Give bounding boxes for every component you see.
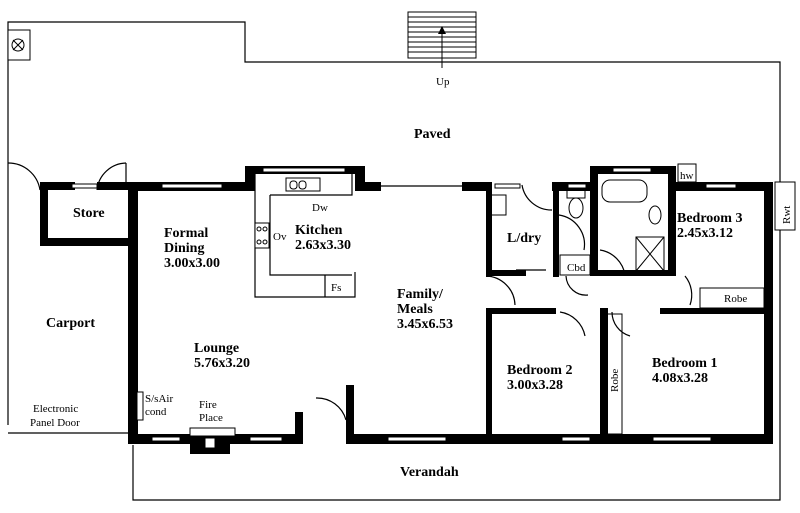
- store-label: Store: [73, 206, 105, 221]
- shower-icon: [635, 236, 665, 272]
- carport-label: Carport: [46, 316, 95, 331]
- stairs: [407, 11, 477, 68]
- bedroom2-size: 3.00x3.28: [507, 378, 563, 393]
- family-label-2: Meals: [397, 302, 433, 317]
- family-label: Family/: [397, 287, 444, 302]
- kitchen-size: 2.63x3.30: [295, 238, 351, 253]
- robe-bedroom1: [606, 313, 623, 435]
- formal-dining-label: Formal: [164, 226, 208, 241]
- site-boundary: [7, 21, 781, 501]
- electronic-door-label-2: Panel Door: [30, 417, 80, 429]
- cbd-label: Cbd: [567, 262, 586, 274]
- rainwater-tank: [774, 181, 796, 231]
- lounge-label: Lounge: [194, 341, 239, 356]
- paved-label: Paved: [414, 127, 451, 142]
- aircond-label-2: cond: [145, 406, 167, 418]
- door-swings: [315, 184, 693, 421]
- formal-dining-label-2: Dining: [164, 241, 204, 256]
- dw-label: Dw: [312, 202, 328, 214]
- windows: [71, 167, 737, 449]
- ov-label: Ov: [273, 231, 287, 243]
- stairs-up-label: Up: [436, 76, 450, 88]
- fireplace-label: Fire: [199, 399, 217, 411]
- fireplace-label-2: Place: [199, 412, 223, 424]
- logo-icon: [7, 29, 31, 61]
- cbd-cupboard: [559, 254, 591, 276]
- vanity-basin-icon: [648, 205, 662, 225]
- bedroom3-label: Bedroom 3: [677, 211, 742, 226]
- hw-unit: [677, 163, 697, 183]
- lounge-size: 5.76x3.20: [194, 356, 250, 371]
- bedroom1-label: Bedroom 1: [652, 356, 717, 371]
- electronic-door-label: Electronic: [33, 403, 78, 415]
- robe-label-bedroom1: Robe: [609, 369, 621, 392]
- formal-dining-size: 3.00x3.00: [164, 256, 220, 271]
- sink-icon: [285, 177, 321, 192]
- family-size: 3.45x6.53: [397, 317, 453, 332]
- bedroom1-size: 4.08x3.28: [652, 371, 708, 386]
- toilet-icon: [566, 189, 586, 219]
- trough-icon: [489, 194, 507, 216]
- aircond-label: S/sAir: [145, 393, 173, 405]
- cooktop-icon: [254, 222, 270, 249]
- fireplace-hearth: [189, 427, 236, 437]
- kitchen-label: Kitchen: [295, 223, 343, 238]
- laundry-label: L/dry: [507, 231, 541, 246]
- bedroom3-size: 2.45x3.12: [677, 226, 733, 241]
- hw-label: hw: [680, 170, 694, 182]
- bath-icon: [601, 179, 648, 203]
- robe-label-bedroom3: Robe: [724, 293, 747, 305]
- verandah-label: Verandah: [400, 465, 459, 480]
- aircond-unit: [136, 391, 144, 421]
- robe-bedroom3: [699, 287, 765, 309]
- rwt-label: Rwt: [781, 206, 793, 224]
- bedroom2-label: Bedroom 2: [507, 363, 572, 378]
- fs-label: Fs: [331, 282, 341, 294]
